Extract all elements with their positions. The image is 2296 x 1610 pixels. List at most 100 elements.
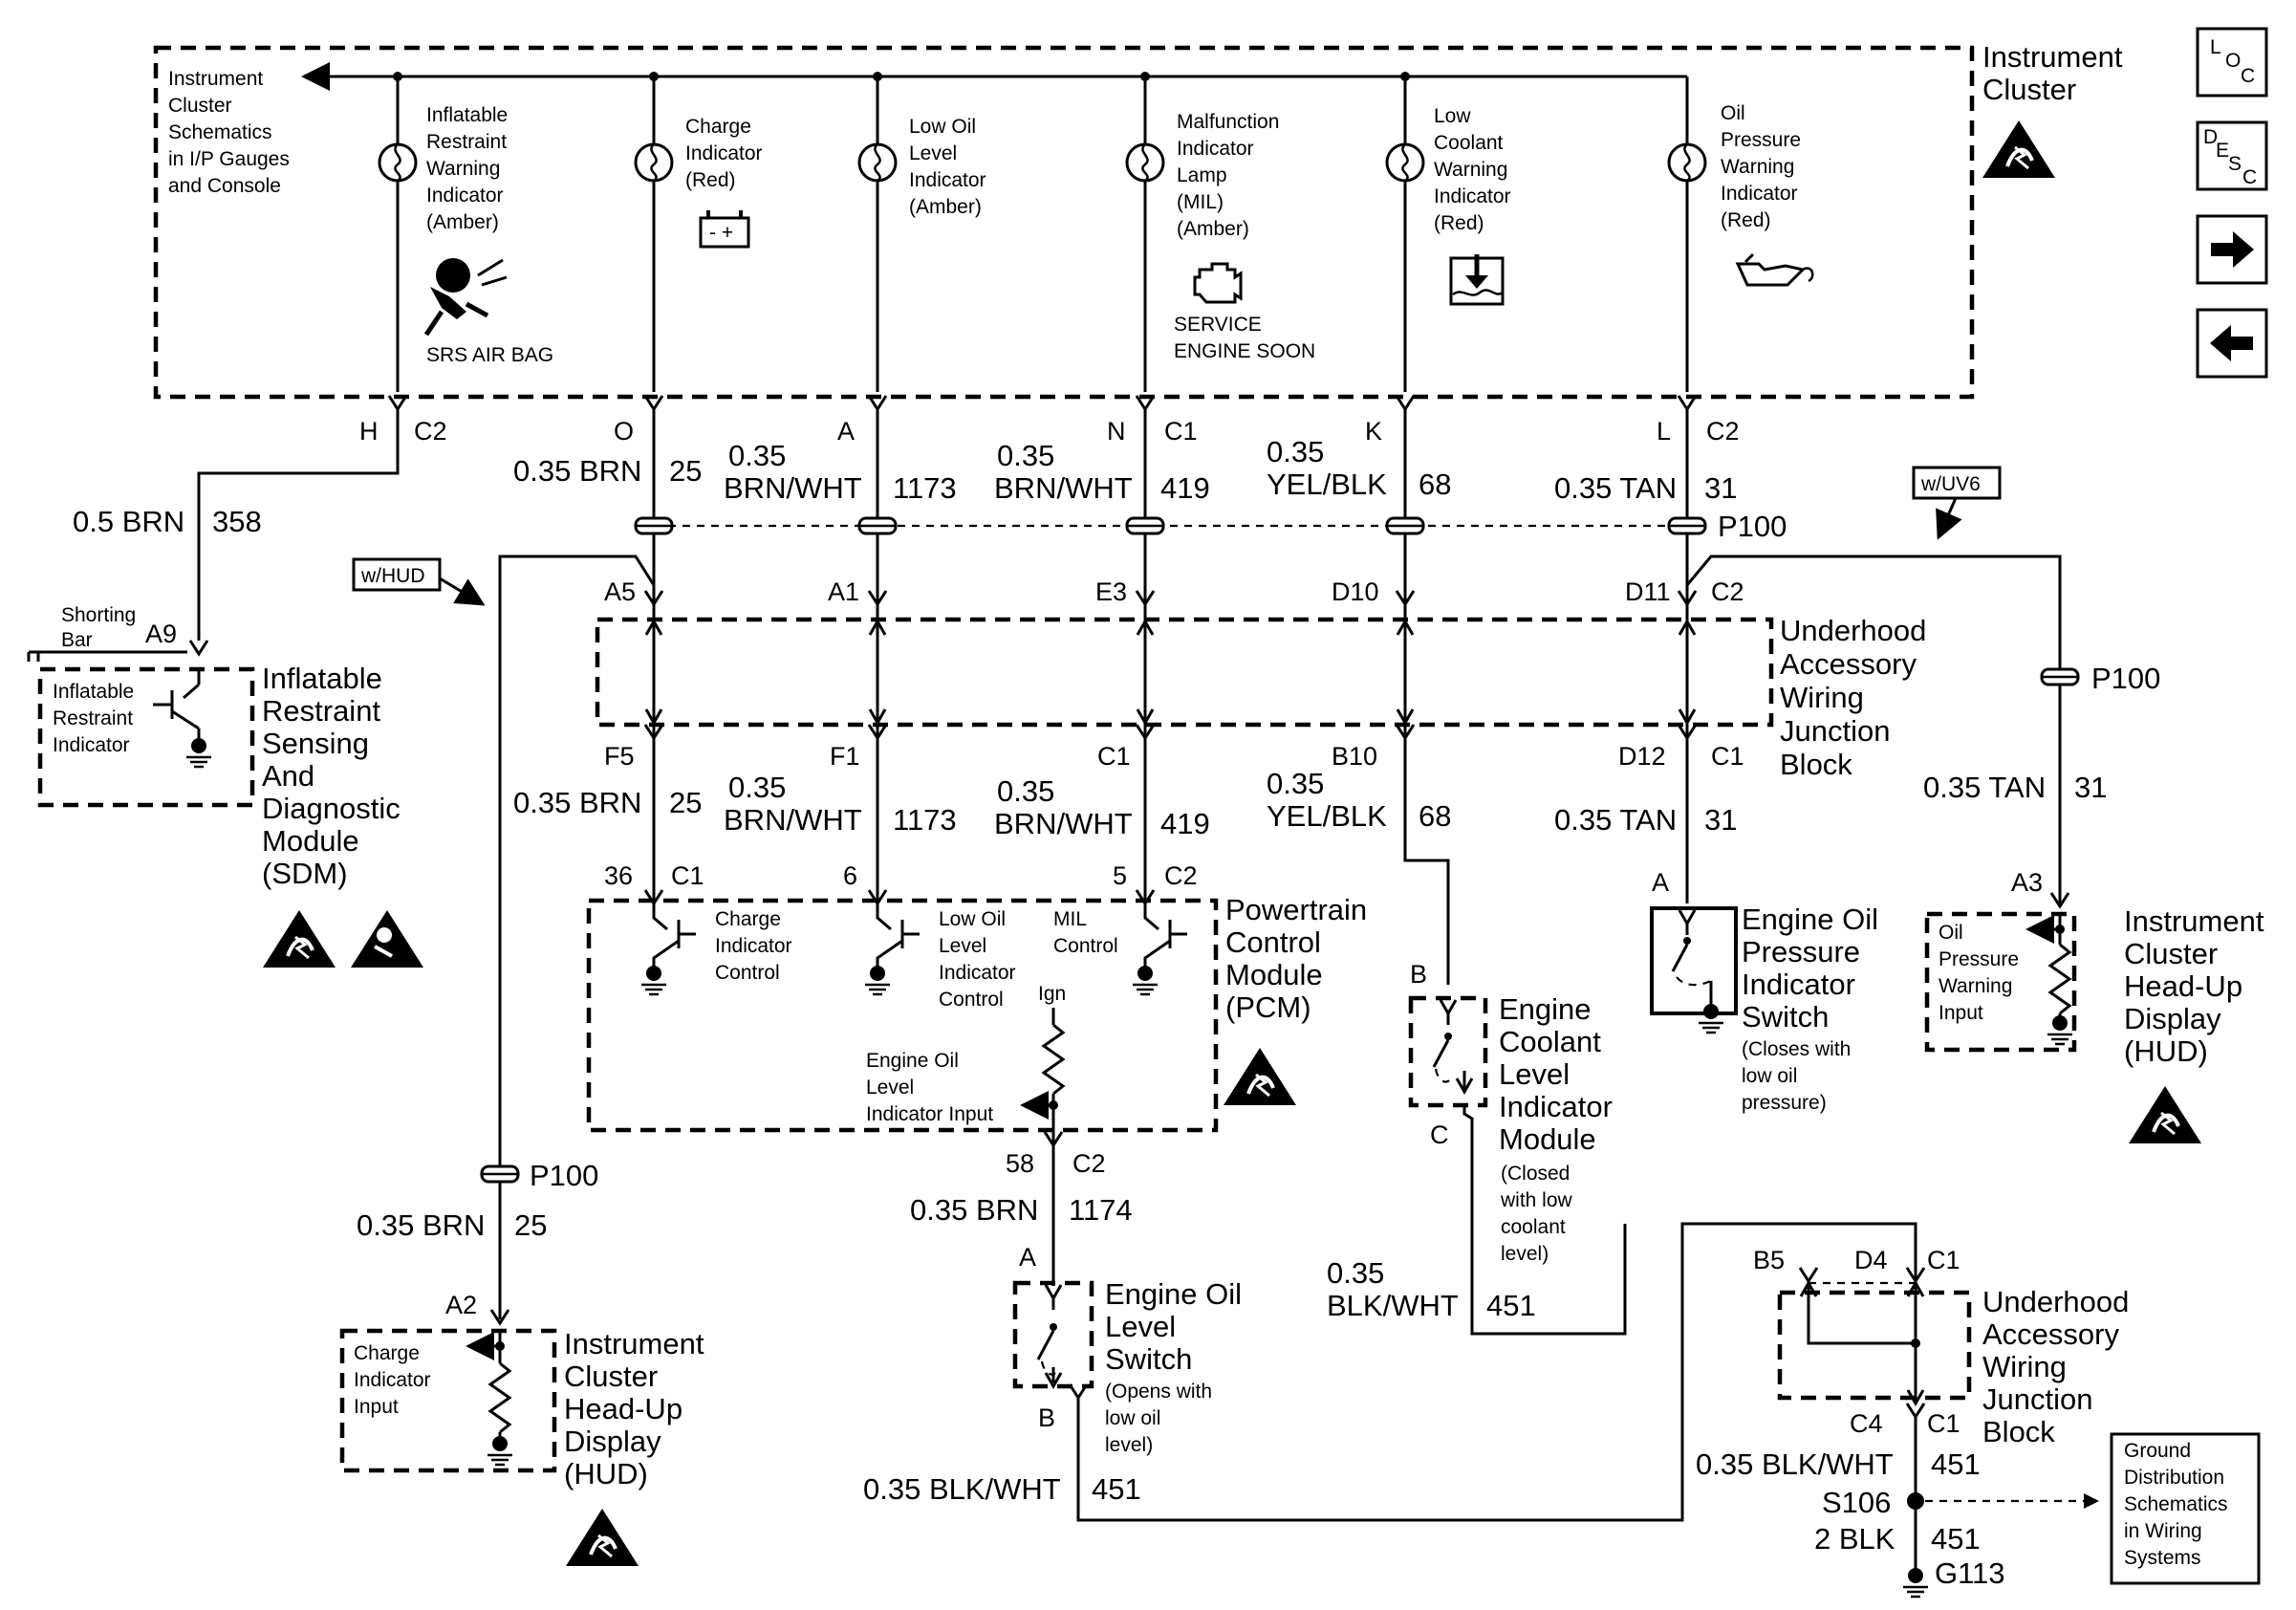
mil-label: Malfunction Indicator Lamp (MIL) (Amber) xyxy=(1177,111,1285,240)
uajb-passthrough-arrows xyxy=(644,618,1697,727)
pin-C2-uajb: C2 xyxy=(1711,577,1744,606)
ground-g113-icon xyxy=(1901,1566,1930,1599)
pin-A1: A1 xyxy=(828,577,859,606)
mil-bulb-icon xyxy=(1125,142,1165,183)
oil-can-icon xyxy=(1735,252,1814,287)
pin-C2-pcm: C2 xyxy=(1164,861,1198,890)
arrow-left-icon xyxy=(2210,325,2253,361)
pcm-charge-control-label: Charge Indicator Control xyxy=(715,908,797,984)
oil-pressure-switch-ground-icon xyxy=(1697,1002,1725,1034)
pin-C1-lower: C1 xyxy=(1927,1246,1960,1274)
pin-B5: B5 xyxy=(1753,1246,1785,1274)
pcm-oil-input-label: Engine Oil Level Indicator Input xyxy=(866,1050,993,1125)
pin-N: N xyxy=(1107,417,1126,446)
wire-05brn: 0.5 BRN xyxy=(73,505,184,538)
circuit-wires xyxy=(197,409,2062,1319)
hud-right-inner-label: Oil Pressure Warning Input xyxy=(1939,922,2025,1024)
pin-D12: D12 xyxy=(1618,742,1666,771)
wire-035tan-top: 0.35 TAN xyxy=(1554,471,1677,505)
pin-E3: E3 xyxy=(1095,577,1127,606)
uajb-upper-label: Underhood Accessory Wiring Junction Bloc… xyxy=(1780,614,1935,781)
svg-text:LOC: LOC xyxy=(2210,36,2255,87)
pcm-label: Powertrain Control Module (PCM) xyxy=(1225,893,1375,1024)
low-oil-indicator-label: Low Oil Level Indicator (Amber) xyxy=(909,116,991,218)
pin-C2-sdm: C2 xyxy=(414,417,447,446)
wire-035tan-hud: 0.35 TAN xyxy=(1923,771,2046,804)
hud-right-label: Instrument Cluster Head-Up Display (HUD) xyxy=(2124,904,2272,1068)
pcm-box xyxy=(586,898,1219,1133)
coolant-icon xyxy=(1449,254,1505,306)
hud-left-ground-icon xyxy=(486,1434,514,1467)
wire-035tan-mid: 0.35 TAN xyxy=(1554,803,1677,837)
sdm-transistor xyxy=(153,669,201,740)
instrument-cluster-title: Instrument Cluster xyxy=(1982,40,2131,106)
location-button[interactable]: LOC xyxy=(2196,27,2268,98)
instrument-cluster-box xyxy=(153,45,1975,400)
pin-36: 36 xyxy=(604,861,633,890)
pin-D10: D10 xyxy=(1332,577,1379,606)
low-coolant-indicator-label: Low Coolant Warning Indicator (Red) xyxy=(1434,105,1516,234)
pin-C1-uajb-mil: C1 xyxy=(1097,742,1131,771)
pin-H: H xyxy=(359,417,379,446)
oil-level-switch-label: Engine Oil Level Switch xyxy=(1105,1277,1250,1376)
circuit-25-top: 25 xyxy=(669,454,702,488)
p100-label-top: P100 xyxy=(1718,510,1787,543)
pcm-mil-ground-icon xyxy=(1131,964,1159,996)
p100-label-hud: P100 xyxy=(530,1159,598,1192)
wire-mil-top: 0.35 BRN/WHT xyxy=(994,439,1133,505)
pin-A-oil-press: A xyxy=(1652,868,1669,897)
next-page-button[interactable] xyxy=(2196,214,2268,285)
pin-C-coolant: C xyxy=(1430,1120,1449,1149)
hud-left-label: Instrument Cluster Head-Up Display (HUD) xyxy=(564,1327,712,1490)
wire-035blkwht-oil: 0.35 BLK/WHT xyxy=(863,1472,1061,1506)
pin-58: 58 xyxy=(1006,1149,1034,1178)
svg-text:w/HUD: w/HUD xyxy=(360,565,425,587)
oil-level-switch-box xyxy=(1012,1280,1094,1389)
pin-C1-top: C1 xyxy=(1164,417,1198,446)
pcm-oil-ground-icon xyxy=(863,964,892,996)
circuit-1174: 1174 xyxy=(1069,1193,1133,1227)
airbag-indicator-bulb-icon xyxy=(378,142,418,183)
previous-page-button[interactable] xyxy=(2196,308,2268,379)
circuit-451-ground: 451 xyxy=(1931,1447,1981,1481)
circuit-68-top: 68 xyxy=(1419,468,1451,501)
pcm-transistors xyxy=(652,903,1187,968)
uajb-upper-box xyxy=(595,617,1774,728)
uajb-lower-box xyxy=(1777,1290,1972,1401)
pin-B10: B10 xyxy=(1332,742,1377,771)
esd-caution-icon xyxy=(1981,119,2057,180)
wire-oil-gauge-mid: 0.35 BRN/WHT xyxy=(724,771,862,837)
sdm-label: Inflatable Restraint Sensing And Diagnos… xyxy=(262,662,408,890)
pin-C2-pcm-out: C2 xyxy=(1072,1149,1106,1178)
pin-C4: C4 xyxy=(1850,1409,1883,1438)
splice-s106-label: S106 xyxy=(1822,1486,1891,1519)
oil-pressure-indicator-bulb-icon xyxy=(1667,142,1707,183)
pin-K: K xyxy=(1365,417,1382,446)
hud-right-ground-icon xyxy=(2046,1013,2074,1046)
wire-oil-gauge-top: 0.35 BRN/WHT xyxy=(724,439,862,505)
pin-A3: A3 xyxy=(2011,868,2043,897)
oil-pressure-switch-label: Engine Oil Pressure Indicator Switch xyxy=(1742,903,1887,1033)
pcm-oil-control-label: Low Oil Level Indicator Control xyxy=(939,908,1021,1011)
svg-text:Ground Distribution: Ground Distribution Schematics in Wiring… xyxy=(2124,1440,2233,1569)
uajb-lower-bus xyxy=(1799,1279,1925,1407)
pin-B-oil-level: B xyxy=(1038,1403,1055,1432)
circuit-451-coolant: 451 xyxy=(1486,1289,1536,1322)
engine-icon xyxy=(1193,262,1243,304)
shorting-bar-label: Shorting Bar xyxy=(61,604,141,651)
circuit-31-top: 31 xyxy=(1704,471,1737,505)
uv6-option-tag: w/UV6 xyxy=(1912,466,2002,540)
svg-text:w/UV6: w/UV6 xyxy=(1920,473,1981,495)
sdm-esd-icon xyxy=(261,908,337,969)
service-engine-soon-caption: SERVICE ENGINE SOON xyxy=(1174,314,1315,362)
circuit-1173-top: 1173 xyxy=(893,471,957,505)
pin-A2: A2 xyxy=(445,1291,477,1319)
wire-mil-mid: 0.35 BRN/WHT xyxy=(994,774,1133,840)
wire-035brn-mid: 0.35 BRN xyxy=(513,786,641,819)
circuit-31-hud: 31 xyxy=(2074,771,2107,804)
pin-F5: F5 xyxy=(604,742,635,771)
airbag-indicator-label: Inflatable Restraint Warning Indicator (… xyxy=(426,104,513,233)
oil-level-switch-note: (Opens with low oil level) xyxy=(1105,1381,1218,1456)
